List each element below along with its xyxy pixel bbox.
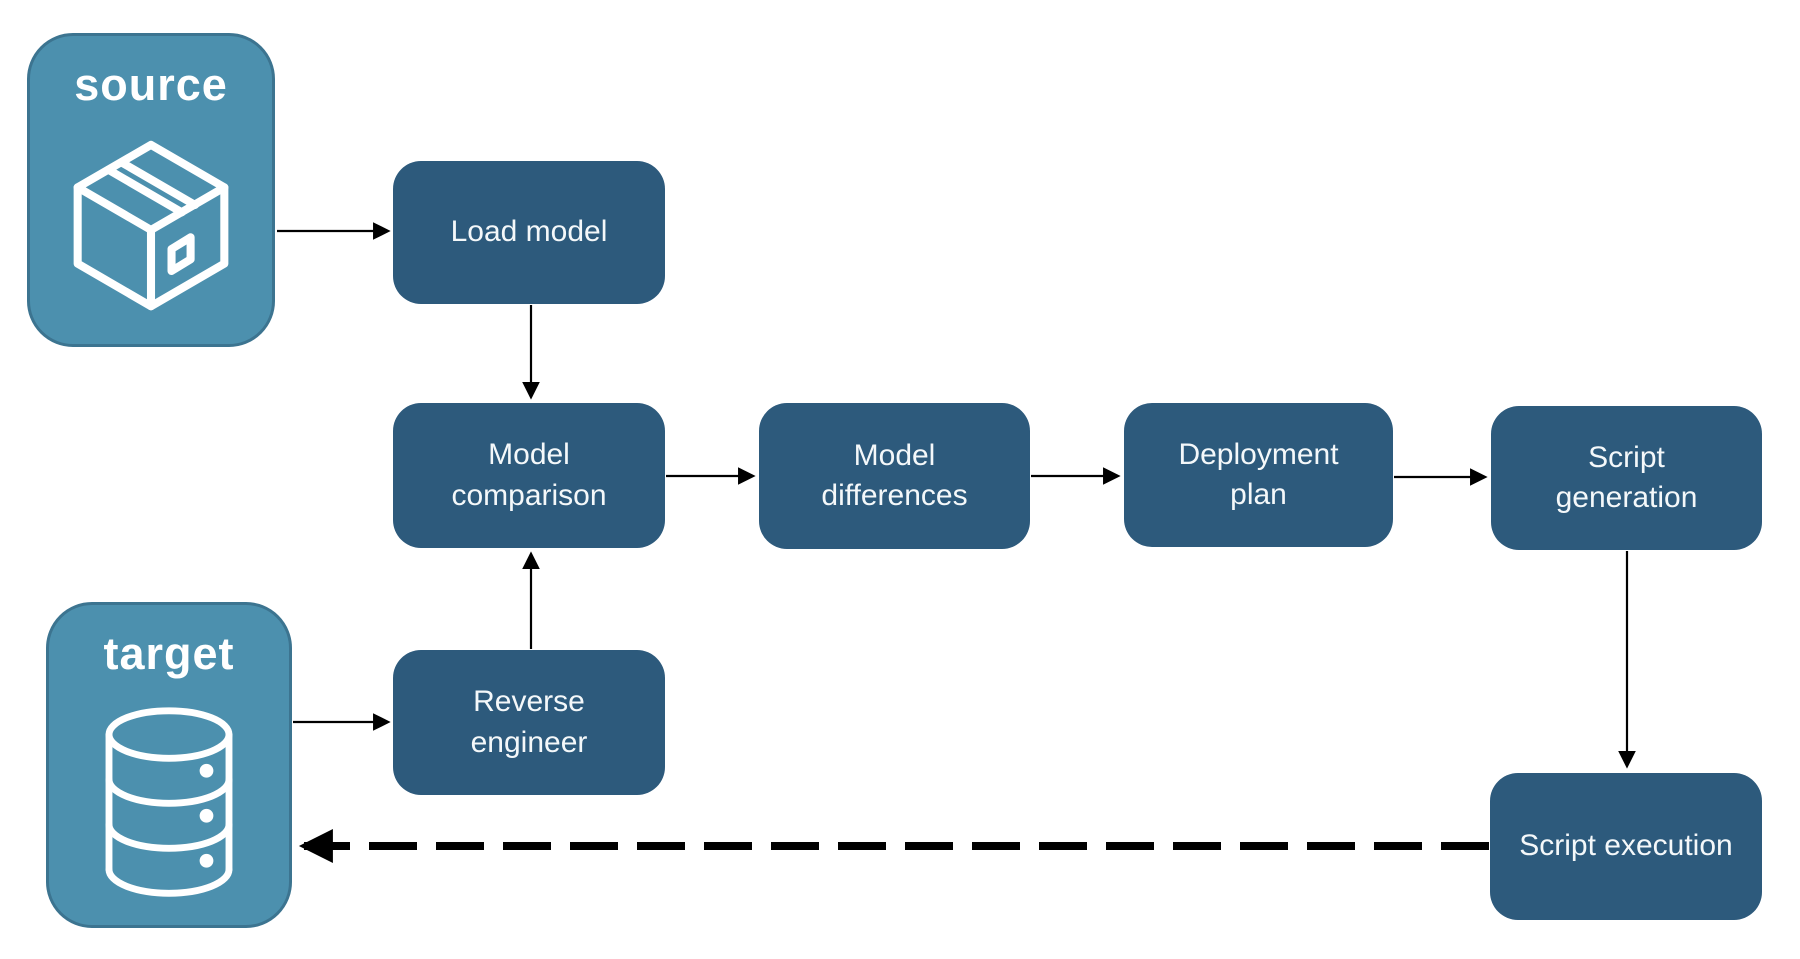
source-label: source (74, 59, 228, 110)
step-label: Model differences (821, 438, 968, 513)
step-label: Script execution (1519, 829, 1733, 863)
package-icon (73, 140, 229, 310)
step-label: Load model (450, 215, 608, 249)
step-label: Reverse engineer (470, 685, 588, 759)
target-icon-wrap (49, 679, 289, 926)
step-label: Deployment plan (1178, 437, 1339, 512)
step-script-execution: Script execution (1490, 773, 1762, 920)
step-label: Script generation (1555, 440, 1698, 515)
step-deployment-plan: Deployment plan (1124, 403, 1393, 547)
target-label: target (103, 628, 235, 679)
step-model-differences: Model differences (759, 403, 1030, 549)
step-label: Model comparison (451, 438, 607, 512)
database-icon (105, 707, 233, 897)
node-target: target (46, 602, 292, 928)
step-script-generation: Script generation (1491, 406, 1762, 550)
node-source: source (27, 33, 275, 347)
step-model-comparison: Model comparison (393, 403, 665, 548)
step-reverse-engineer: Reverse engineer (393, 650, 665, 795)
source-icon-wrap (30, 110, 272, 345)
step-load-model: Load model (393, 161, 665, 304)
